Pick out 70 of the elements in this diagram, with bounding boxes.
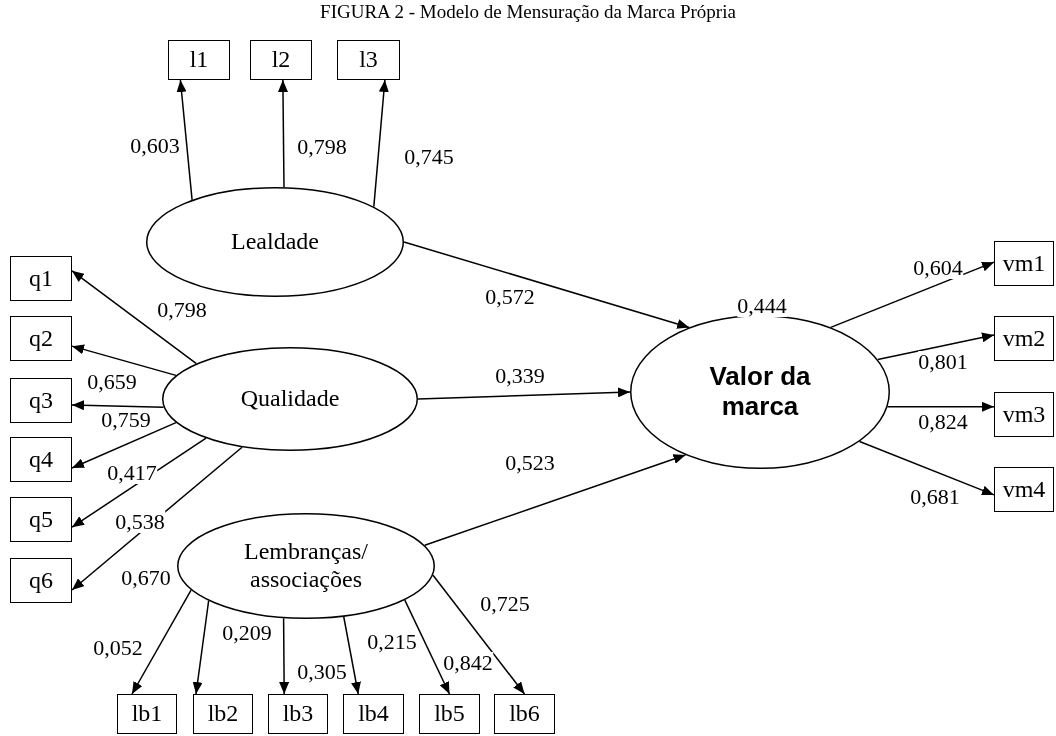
edge-label: 0,801	[918, 351, 968, 373]
latent-variable-ellipse	[630, 315, 890, 469]
indicator-box	[193, 694, 253, 734]
node-label: l2	[271, 46, 291, 74]
edge-label: 0,538	[115, 511, 165, 533]
arrow	[279, 617, 290, 695]
edge-label: 0,842	[443, 652, 493, 674]
figure-title: FIGURA 2 - Modelo de Mensuração da Marca Própria	[319, 1, 737, 23]
latent-variable-ellipse	[146, 187, 404, 297]
arrow	[886, 401, 995, 412]
arrow	[192, 600, 210, 695]
node-label: l3	[359, 46, 378, 74]
node-label: q4	[29, 445, 53, 474]
arrow	[342, 615, 361, 695]
indicator-box	[168, 40, 230, 80]
indicator-box	[10, 256, 72, 301]
latent-variable-ellipse	[177, 513, 435, 619]
indicator-box	[994, 316, 1054, 361]
node-label: lb6	[509, 700, 540, 728]
arrow	[176, 79, 193, 201]
arrow	[404, 599, 451, 695]
arrow	[830, 261, 995, 329]
node-label: lb3	[282, 700, 314, 728]
node-label: vm4	[1002, 475, 1046, 504]
indicator-box	[994, 467, 1054, 512]
node-label: Lembranças/ associações	[243, 538, 369, 594]
node-label: Lealdade	[231, 228, 319, 256]
indicator-box	[268, 694, 328, 734]
indicator-box	[994, 241, 1054, 286]
node-label: vm1	[1002, 249, 1046, 278]
node-label: Valor da marca	[708, 362, 812, 422]
arrow	[71, 270, 198, 365]
arrow	[432, 574, 526, 695]
indicator-box	[419, 694, 480, 734]
node-label: vm3	[1002, 400, 1046, 429]
arrow	[71, 400, 165, 411]
node-label: lb1	[131, 700, 163, 728]
arrow	[71, 344, 177, 377]
node-label: q5	[29, 505, 53, 534]
node-label: q6	[29, 566, 53, 595]
indicator-box	[10, 316, 72, 361]
arrow	[71, 421, 177, 469]
indicator-box	[337, 40, 400, 80]
indicator-box	[994, 392, 1054, 437]
latent-variable-ellipse	[162, 347, 418, 451]
arrow	[417, 387, 631, 400]
arrow	[131, 589, 192, 695]
arrow	[403, 241, 690, 329]
arrow	[373, 79, 389, 208]
indicator-box	[10, 558, 72, 603]
node-label: vm2	[1002, 324, 1046, 353]
arrow	[278, 79, 288, 188]
node-label: lb4	[358, 700, 389, 728]
node-label: lb2	[207, 700, 239, 728]
node-label: q3	[29, 386, 53, 415]
indicator-box	[250, 40, 312, 80]
node-label: q2	[29, 324, 53, 353]
indicator-box	[10, 378, 72, 423]
arrow	[877, 332, 995, 361]
node-label: q1	[29, 264, 53, 293]
indicator-box	[343, 694, 404, 734]
node-label: lb5	[434, 700, 465, 728]
arrow	[858, 440, 995, 496]
indicator-box	[10, 497, 72, 542]
indicator-box	[10, 437, 72, 482]
indicator-box	[494, 694, 555, 734]
node-label: Qualidade	[240, 385, 340, 413]
indicator-box	[117, 694, 177, 734]
arrow	[424, 454, 687, 547]
node-label: l1	[189, 46, 209, 74]
